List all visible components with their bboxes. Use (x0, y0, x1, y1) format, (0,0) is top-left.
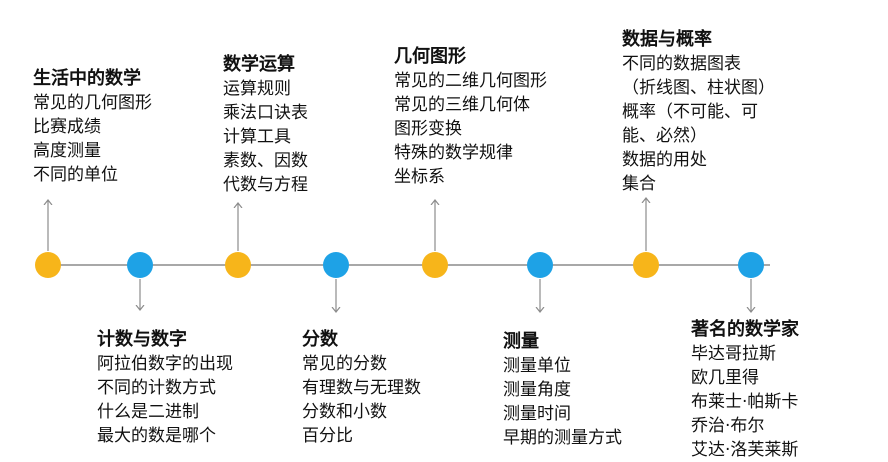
topic-item: 毕达哥拉斯 (691, 344, 776, 364)
topic-item: 测量时间 (503, 404, 571, 424)
timeline-node-8 (738, 252, 764, 278)
timeline-node-7 (633, 252, 659, 278)
topic-block-7: 数据与概率 不同的数据图表 （折线图、柱状图） 概率（不可能、可 能、必然） 数… (622, 28, 775, 196)
connector-arrows (48, 198, 751, 312)
topic-item: 常见的分数 (302, 354, 387, 374)
topic-title: 生活中的数学 (33, 68, 141, 89)
topic-item: 测量角度 (503, 380, 571, 400)
topic-item: 比赛成绩 (33, 117, 101, 137)
topic-block-3: 数学运算 运算规则 乘法口诀表 计算工具 素数、因数 代数与方程 (223, 53, 308, 197)
topic-item: 常见的二维几何图形 (394, 71, 547, 91)
topic-item: 阿拉伯数字的出现 (97, 354, 233, 374)
topic-block-8: 著名的数学家 毕达哥拉斯 欧几里得 布莱士·帕斯卡 乔治·布尔 艾达·洛芙莱斯 (691, 318, 799, 462)
topic-item: 早期的测量方式 (503, 428, 622, 448)
topic-item: 百分比 (302, 426, 353, 446)
topic-item: 测量单位 (503, 356, 571, 376)
topic-item: 特殊的数学规律 (394, 143, 513, 163)
topic-item: 艾达·洛芙莱斯 (691, 440, 799, 460)
topic-title: 著名的数学家 (691, 319, 799, 340)
topic-title: 计数与数字 (97, 329, 187, 350)
topic-item: 什么是二进制 (97, 402, 199, 422)
timeline-node-4 (323, 252, 349, 278)
topic-title: 分数 (302, 329, 338, 350)
topic-block-2: 计数与数字 阿拉伯数字的出现 不同的计数方式 什么是二进制 最大的数是哪个 (97, 328, 233, 448)
topic-item: 能、必然） (622, 126, 707, 146)
topic-block-1: 生活中的数学 常见的几何图形 比赛成绩 高度测量 不同的单位 (33, 67, 152, 187)
topic-item: 不同的数据图表 (622, 54, 741, 74)
timeline-diagram (35, 0, 770, 441)
timeline-node-6 (527, 252, 553, 278)
topic-block-4: 分数 常见的分数 有理数与无理数 分数和小数 百分比 (302, 328, 421, 448)
topic-item: 图形变换 (394, 119, 462, 139)
topic-item: 高度测量 (33, 141, 101, 161)
timeline-nodes (35, 252, 764, 278)
topic-title: 数据与概率 (622, 29, 712, 50)
topic-item: 素数、因数 (223, 151, 308, 171)
topic-item: 常见的三维几何体 (394, 95, 530, 115)
topic-title: 几何图形 (394, 46, 466, 67)
topic-item: 不同的计数方式 (97, 378, 216, 398)
timeline-node-1 (35, 252, 61, 278)
topic-item: 数据的用处 (622, 150, 707, 170)
topic-item: 有理数与无理数 (302, 378, 421, 398)
timeline-node-3 (225, 252, 251, 278)
topic-item: 乔治·布尔 (691, 416, 765, 436)
topic-item: 常见的几何图形 (33, 93, 152, 113)
timeline-node-5 (422, 252, 448, 278)
topic-item: 欧几里得 (691, 368, 759, 388)
topic-item: 最大的数是哪个 (97, 426, 216, 446)
topic-item: 分数和小数 (302, 402, 387, 422)
topic-item: 坐标系 (394, 167, 445, 187)
topic-title: 测量 (503, 331, 539, 352)
topic-item: 乘法口诀表 (223, 103, 308, 123)
topic-item: 不同的单位 (33, 165, 118, 185)
topic-block-6: 测量 测量单位 测量角度 测量时间 早期的测量方式 (503, 330, 622, 450)
topic-block-5: 几何图形 常见的二维几何图形 常见的三维几何体 图形变换 特殊的数学规律 坐标系 (394, 45, 547, 189)
topic-item: （折线图、柱状图） (622, 78, 775, 98)
topic-item: 布莱士·帕斯卡 (691, 392, 799, 412)
timeline-node-2 (127, 252, 153, 278)
topic-item: 计算工具 (223, 127, 291, 147)
topic-item: 概率（不可能、可 (622, 102, 758, 122)
topic-title: 数学运算 (223, 54, 295, 75)
topic-item: 集合 (622, 174, 656, 194)
topic-item: 代数与方程 (223, 175, 308, 195)
topic-item: 运算规则 (223, 79, 291, 99)
